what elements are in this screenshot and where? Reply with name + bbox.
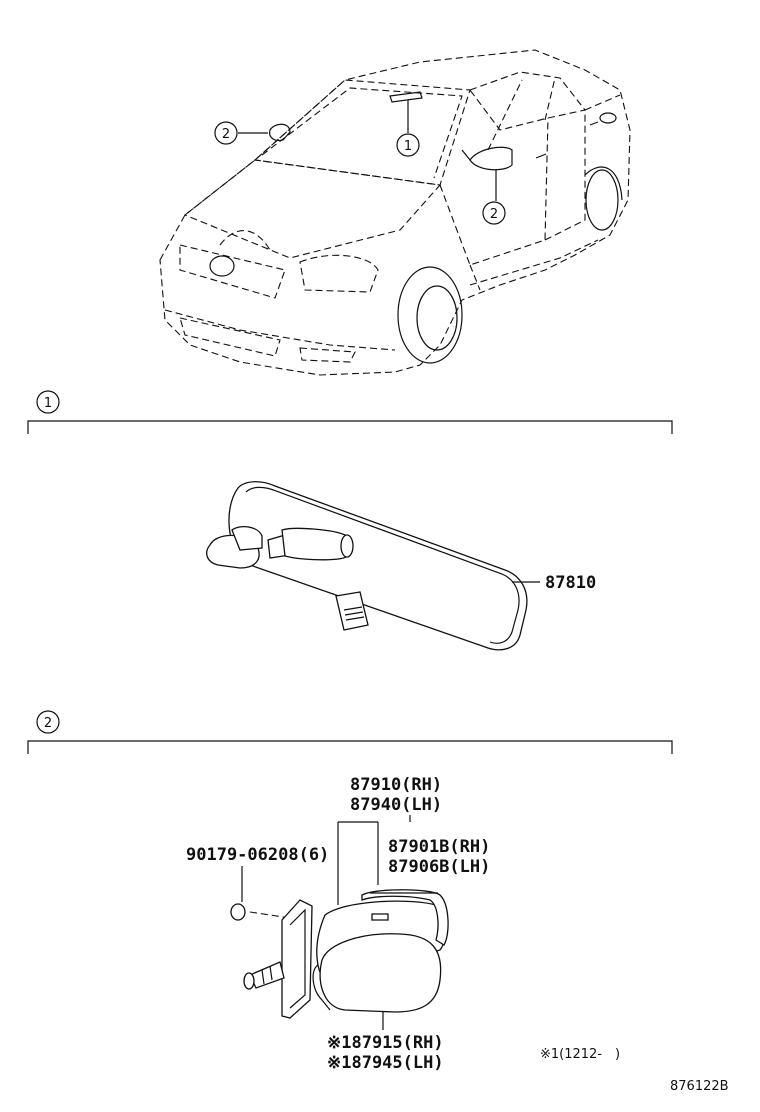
section-2-leaders xyxy=(241,815,411,1030)
part-87945-lh: ※187945(LH) xyxy=(327,1053,444,1073)
part-87910-rh: 87910(RH) xyxy=(350,775,442,795)
car-illustration xyxy=(159,49,631,376)
part-87906b-lh: 87906B(LH) xyxy=(388,857,490,877)
callout-2-left: 2 xyxy=(214,121,268,145)
part-90179-06208: 90179-06208(6) xyxy=(186,845,329,865)
callout-1-car: 1 xyxy=(396,100,420,157)
inner-mirror-illustration xyxy=(206,481,540,651)
callout-1-label: 1 xyxy=(404,139,412,154)
part-87901b-rh: 87901B(RH) xyxy=(388,837,490,857)
outer-mirror-illustration xyxy=(230,889,449,1019)
part-87915-rh: ※187915(RH) xyxy=(327,1033,444,1053)
part-87810: 87810 xyxy=(545,573,596,593)
section-1-header: 1 xyxy=(27,390,673,434)
section-2-marker: 2 xyxy=(44,716,52,731)
section-2-header: 2 xyxy=(27,710,673,754)
callout-2-label-left: 2 xyxy=(222,127,230,142)
diagram-code: 876122B xyxy=(670,1079,729,1094)
part-87940-lh: 87940(LH) xyxy=(350,795,442,815)
callout-2-right: 2 xyxy=(482,170,506,225)
callout-2-label-right: 2 xyxy=(490,207,498,222)
section-1-marker: 1 xyxy=(44,396,52,411)
footnote-1: ※1(1212- ) xyxy=(540,1047,620,1062)
